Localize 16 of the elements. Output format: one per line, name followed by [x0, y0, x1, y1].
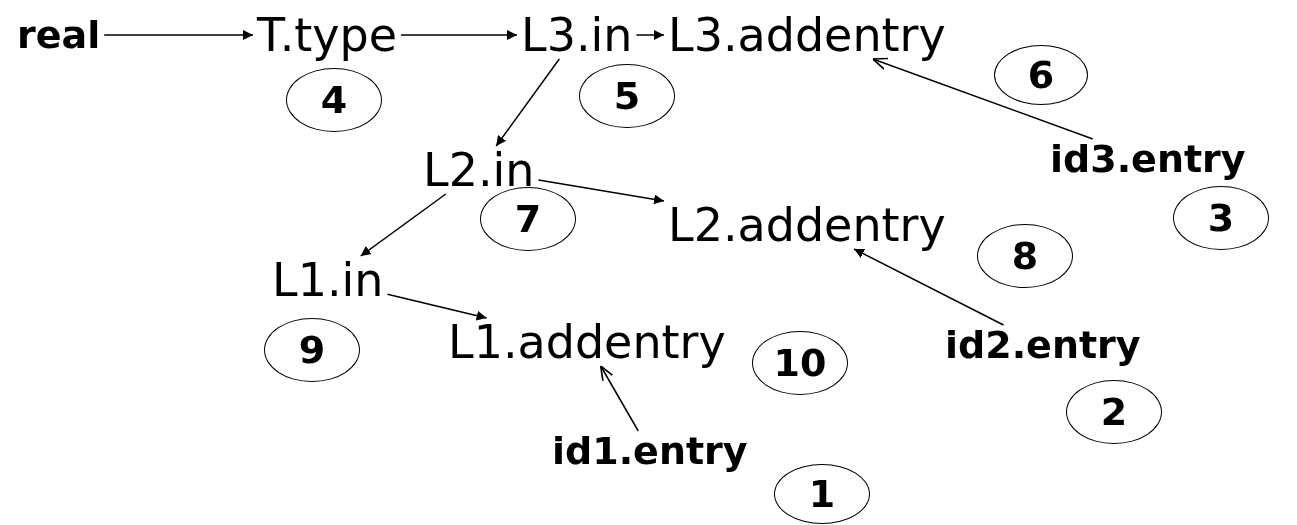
arrow: [635, 30, 665, 40]
arrow: [359, 193, 447, 257]
arrow: [599, 365, 639, 432]
arrow: [872, 57, 1094, 140]
terminal-label: real: [17, 16, 101, 54]
attribute-label: L3.in: [521, 12, 633, 58]
terminal-label: id1.entry: [552, 432, 748, 470]
arrow: [495, 58, 561, 147]
arrow: [853, 248, 1005, 326]
terminal-label: id3.entry: [1050, 140, 1246, 178]
terminal-label: id2.entry: [945, 326, 1141, 364]
arrow: [537, 179, 665, 205]
arrow: [103, 30, 254, 40]
attribute-label: L1.in: [272, 257, 384, 303]
arrow: [386, 293, 488, 321]
arrow: [400, 30, 518, 40]
